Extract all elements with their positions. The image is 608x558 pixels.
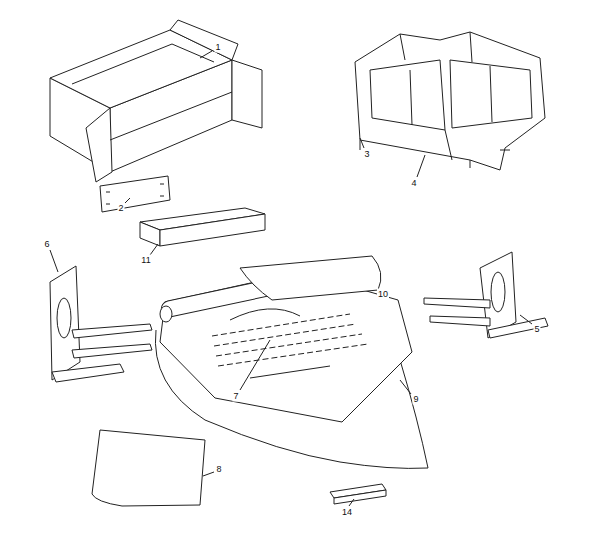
leader-lines bbox=[200, 51, 212, 58]
insert-panel bbox=[160, 196, 164, 197]
foam-insert bbox=[500, 150, 510, 151]
end-cap-right bbox=[424, 298, 490, 308]
small-part bbox=[334, 490, 386, 504]
callout-number: 2 bbox=[117, 203, 124, 214]
typewriter bbox=[214, 324, 356, 346]
callout-number: 8 bbox=[215, 464, 222, 475]
typewriter bbox=[218, 344, 368, 366]
end-cap-right bbox=[491, 272, 505, 312]
instruction-sheet bbox=[92, 430, 205, 506]
callout-number: 5 bbox=[533, 324, 540, 335]
carton bbox=[72, 44, 214, 84]
foam-insert bbox=[410, 70, 412, 125]
foam-insert bbox=[355, 32, 545, 170]
foam-insert bbox=[400, 34, 405, 60]
end-cap-right bbox=[424, 252, 548, 338]
small-part bbox=[330, 484, 386, 504]
end-cap-right bbox=[430, 316, 490, 326]
typewriter bbox=[160, 306, 172, 322]
carton bbox=[50, 20, 262, 182]
foam-insert bbox=[445, 130, 452, 160]
foam-insert bbox=[490, 66, 492, 122]
end-cap-left bbox=[72, 324, 152, 338]
callout-number: 10 bbox=[377, 289, 389, 300]
foam-insert bbox=[470, 32, 472, 62]
typewriter bbox=[216, 334, 362, 356]
foam-insert bbox=[370, 60, 445, 130]
foam-insert bbox=[360, 140, 361, 150]
typewriter bbox=[230, 309, 300, 320]
callout-number: 1 bbox=[214, 42, 221, 53]
foam-insert bbox=[355, 32, 545, 170]
callout-number: 7 bbox=[232, 391, 239, 402]
foam-insert bbox=[470, 160, 471, 168]
leader-lines bbox=[417, 155, 425, 177]
foam-block bbox=[140, 208, 265, 246]
insert-panel bbox=[100, 176, 170, 212]
end-cap-left bbox=[72, 344, 152, 358]
leader-lines bbox=[50, 51, 532, 506]
callout-number: 9 bbox=[412, 394, 419, 405]
leader-lines bbox=[349, 499, 354, 506]
leader-lines bbox=[400, 380, 411, 394]
leader-lines bbox=[360, 138, 364, 148]
carton bbox=[86, 108, 112, 182]
callout-number: 14 bbox=[341, 507, 353, 518]
leader-lines bbox=[150, 244, 158, 255]
leader-lines bbox=[125, 198, 130, 203]
insert-panel bbox=[106, 192, 110, 193]
foam-insert bbox=[450, 60, 532, 128]
end-cap-left bbox=[57, 298, 71, 338]
typewriter bbox=[212, 314, 350, 336]
callout-number: 3 bbox=[363, 149, 370, 160]
paper-sheet bbox=[240, 256, 381, 300]
typewriter bbox=[250, 366, 330, 378]
leader-lines bbox=[50, 250, 58, 272]
insert-panel bbox=[160, 184, 164, 185]
insert-panel bbox=[100, 176, 170, 212]
carton bbox=[110, 92, 232, 140]
leader-lines bbox=[520, 315, 532, 324]
insert-panel bbox=[106, 204, 110, 205]
leader-lines bbox=[240, 340, 270, 390]
callout-number: 4 bbox=[410, 178, 417, 189]
foam-block bbox=[140, 222, 160, 246]
end-cap-left bbox=[52, 364, 124, 382]
paper-sheet bbox=[240, 256, 381, 300]
carton bbox=[232, 60, 262, 128]
foam-block bbox=[160, 214, 265, 246]
end-cap-left bbox=[50, 266, 152, 382]
instruction-sheet bbox=[92, 430, 205, 506]
callout-number: 6 bbox=[43, 239, 50, 250]
end-cap-right bbox=[488, 318, 548, 338]
callout-number: 11 bbox=[140, 255, 151, 266]
carton bbox=[170, 20, 238, 60]
leader-lines bbox=[203, 472, 214, 476]
end-cap-left bbox=[50, 266, 80, 380]
